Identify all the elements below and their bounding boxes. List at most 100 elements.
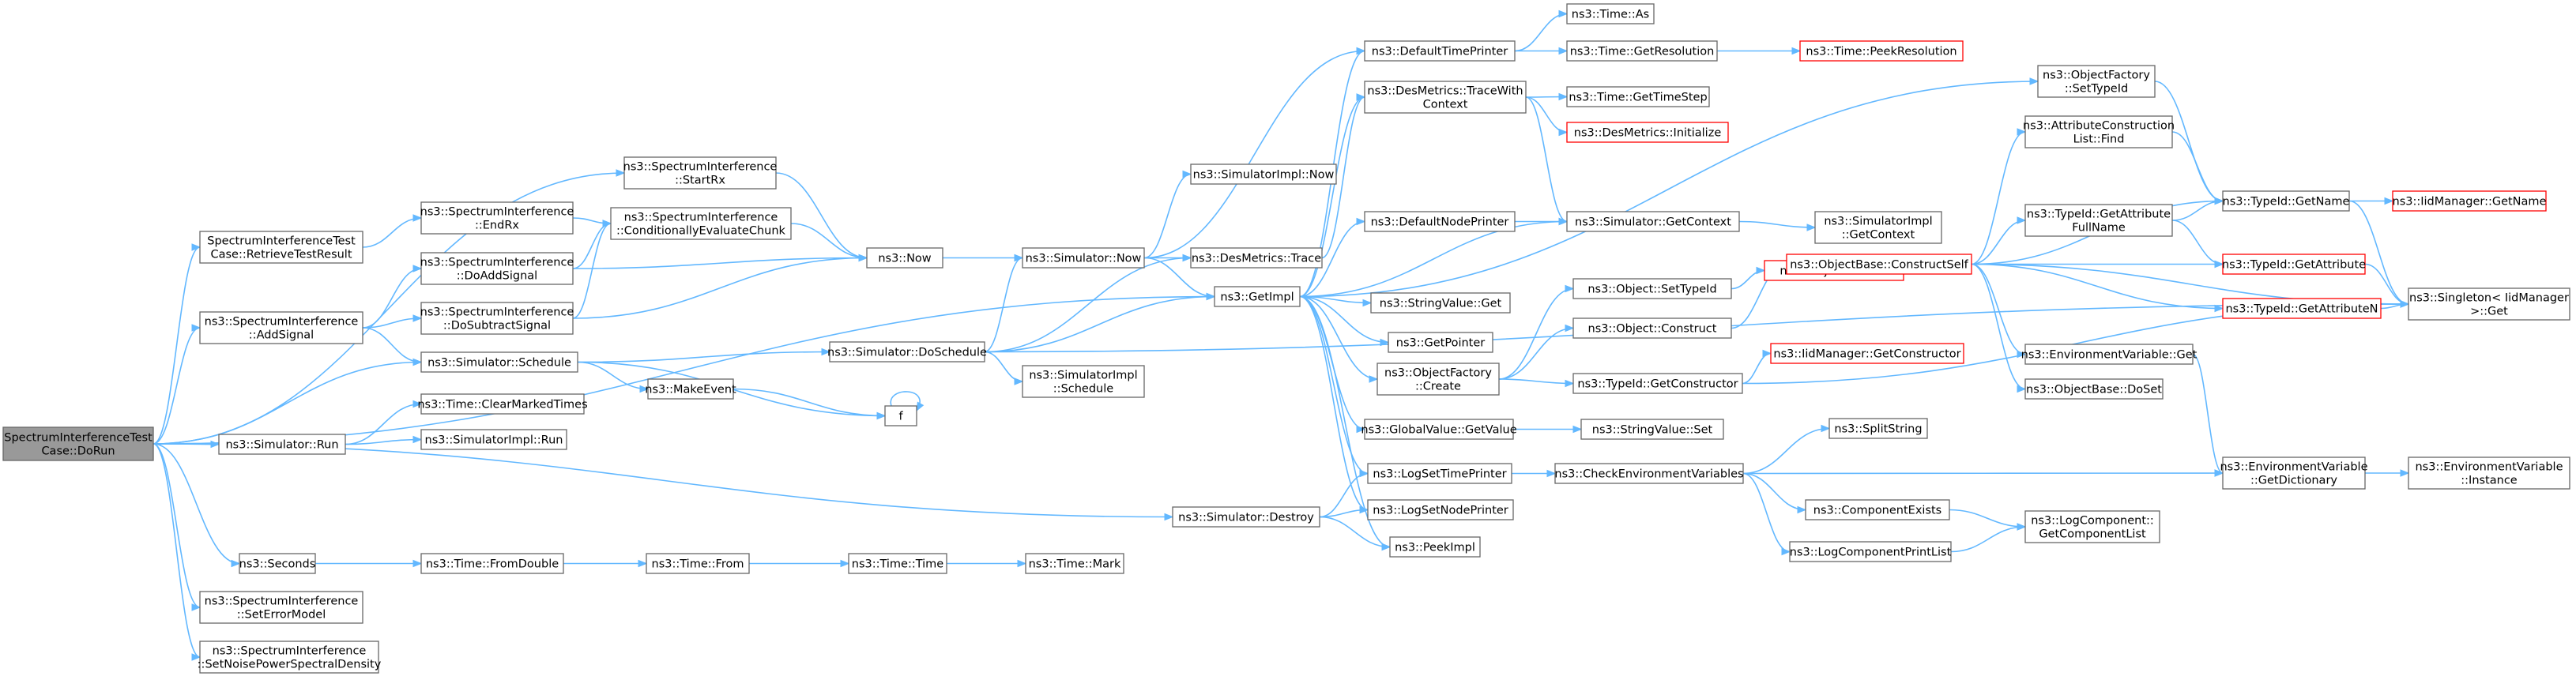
node-globalvalueget[interactable]: ns3::GlobalValue::GetValue: [1361, 419, 1517, 440]
node-simimplnow[interactable]: ns3::SimulatorImpl::Now: [1190, 163, 1337, 185]
node-componentexists[interactable]: ns3::ComponentExists: [1805, 499, 1950, 520]
node-logsettimeprinter[interactable]: ns3::LogSetTimePrinter: [1367, 463, 1512, 484]
node-clearmarked[interactable]: ns3::Time::ClearMarkedTimes: [417, 393, 588, 415]
node-dosubsignal[interactable]: ns3::SpectrumInterference::DoSubtractSig…: [420, 302, 574, 335]
node-getresolution[interactable]: ns3::Time::GetResolution: [1566, 40, 1718, 62]
node-objfactorycreate[interactable]: ns3::ObjectFactory::Create: [1377, 363, 1500, 396]
node-box: [420, 201, 574, 235]
arrowhead: [412, 435, 423, 444]
node-stringvalueset[interactable]: ns3::StringValue::Set: [1580, 419, 1724, 440]
node-now[interactable]: ns3::Now: [866, 247, 943, 269]
node-simimplrun[interactable]: ns3::SimulatorImpl::Run: [420, 429, 567, 450]
arrowhead: [1762, 349, 1772, 358]
node-splitstring[interactable]: ns3::SplitString: [1828, 418, 1928, 439]
node-peekimpl[interactable]: ns3::PeekImpl: [1389, 536, 1481, 558]
node-checkenv[interactable]: ns3::CheckEnvironmentVariables: [1554, 463, 1744, 484]
node-typeidgetattributen[interactable]: ns3::TypeId::GetAttributeN: [2222, 298, 2382, 319]
node-getpointer[interactable]: ns3::GetPointer: [1388, 332, 1493, 353]
node-endrx[interactable]: ns3::SpectrumInterference::EndRx: [420, 201, 574, 235]
node-peekresolution[interactable]: ns3::Time::PeekResolution: [1799, 40, 1964, 62]
node-desinit[interactable]: ns3::DesMetrics::Initialize: [1566, 122, 1729, 143]
node-gettimestep[interactable]: ns3::Time::GetTimeStep: [1566, 86, 1710, 107]
node-getimpl[interactable]: ns3::GetImpl: [1214, 286, 1301, 307]
node-simdestroy[interactable]: ns3::Simulator::Destroy: [1172, 506, 1320, 528]
node-schedule[interactable]: ns3::Simulator::Schedule: [420, 351, 578, 373]
edge-attrconstructlist-typeidgetname: [2171, 131, 2224, 202]
node-timetime[interactable]: ns3::Time::Time: [848, 553, 947, 574]
node-label: ::Instance: [2461, 475, 2518, 487]
edge-getimpl-logsetnodeprinter: [1299, 295, 1369, 511]
node-objconstruct[interactable]: ns3::Object::Construct: [1572, 317, 1732, 339]
node-logsetnodeprinter[interactable]: ns3::LogSetNodePrinter: [1367, 499, 1514, 520]
node-simrun[interactable]: ns3::Simulator::Run: [218, 434, 346, 455]
node-label: ns3::SimulatorImpl: [1824, 216, 1932, 228]
node-simgetcontext[interactable]: ns3::Simulator::GetContext: [1566, 211, 1740, 232]
node-addsignal[interactable]: ns3::SpectrumInterference::AddSignal: [199, 311, 363, 344]
node-simnow[interactable]: ns3::Simulator::Now: [1022, 247, 1145, 269]
node-box: [199, 591, 363, 624]
node-objfactorysettypeid[interactable]: ns3::ObjectFactory::SetTypeId: [2037, 65, 2156, 98]
node-box: [2024, 344, 2194, 365]
node-gettypeidconstructor[interactable]: ns3::TypeId::GetConstructor: [1572, 373, 1743, 394]
node-box: [647, 378, 734, 400]
node-simimplgetcontext[interactable]: ns3::SimulatorImpl::GetContext: [1814, 211, 1942, 244]
arrowhead: [1362, 299, 1373, 307]
node-envvarget[interactable]: ns3::EnvironmentVariable::Get: [2021, 344, 2198, 365]
node-stringvalueget[interactable]: ns3::StringValue::Get: [1370, 292, 1511, 314]
node-condeval[interactable]: ns3::SpectrumInterference::Conditionally…: [610, 207, 792, 240]
node-label: ns3::DefaultTimePrinter: [1372, 46, 1508, 58]
node-timeas[interactable]: ns3::Time::As: [1566, 3, 1655, 24]
node-fromdouble[interactable]: ns3::Time::FromDouble: [420, 553, 564, 574]
arrowhead: [412, 314, 423, 322]
node-envvargetdict[interactable]: ns3::EnvironmentVariable::GetDictionary: [2220, 456, 2368, 490]
node-doaddsignal[interactable]: ns3::SpectrumInterference::DoAddSignal: [420, 252, 574, 285]
node-desmetricstrace[interactable]: ns3::DesMetrics::Trace: [1190, 247, 1323, 269]
node-defaulttimeprinter[interactable]: ns3::DefaultTimePrinter: [1364, 40, 1516, 62]
node-box: [420, 553, 564, 574]
node-timefrom[interactable]: ns3::Time::From: [646, 553, 750, 574]
edge-gettypeidconstructor-iidgetconstructor: [1742, 352, 1772, 385]
node-label: ::ConditionallyEvaluateChunk: [616, 225, 786, 238]
node-objbaseconstructself[interactable]: ns3::ObjectBase::ConstructSelf: [1786, 254, 1972, 275]
node-label: ns3::Object::Construct: [1588, 323, 1717, 336]
edge-getimpl-objfactorycreate: [1299, 295, 1378, 380]
node-seconds[interactable]: ns3::Seconds: [239, 553, 316, 574]
node-box: [1786, 254, 1972, 275]
node-box: [1828, 418, 1928, 439]
node-label: ns3::ObjectBase::DoSet: [2026, 384, 2162, 396]
node-typeidgetname[interactable]: ns3::TypeId::GetName: [2222, 190, 2350, 212]
node-startrx[interactable]: ns3::SpectrumInterference::StartRx: [623, 156, 778, 190]
node-logcompprintlist[interactable]: ns3::LogComponentPrintList: [1789, 541, 1952, 562]
node-setnoise[interactable]: ns3::SpectrumInterference::SetNoisePower…: [198, 641, 382, 674]
node-objbasedoset[interactable]: ns3::ObjectBase::DoSet: [2024, 378, 2164, 400]
node-simimplschedule[interactable]: ns3::SimulatorImpl::Schedule: [1022, 365, 1145, 398]
node-retrieve[interactable]: SpectrumInterferenceTestCase::RetrieveTe…: [199, 231, 363, 264]
node-label: FullName: [2072, 222, 2126, 235]
arrowhead: [1565, 379, 1575, 388]
node-defaultnodeprinter[interactable]: ns3::DefaultNodePrinter: [1364, 211, 1516, 232]
node-envvarinstance[interactable]: ns3::EnvironmentVariable::Instance: [2408, 456, 2570, 490]
node-f[interactable]: f: [884, 405, 917, 426]
edge-simnow-simimplnow: [1143, 173, 1192, 259]
node-logcompgetlist[interactable]: ns3::LogComponent::GetComponentList: [2024, 510, 2160, 543]
node-seterrormodel[interactable]: ns3::SpectrumInterference::SetErrorModel: [199, 591, 363, 624]
node-doschedule[interactable]: ns3::Simulator::DoSchedule: [827, 341, 987, 363]
node-box: [1554, 463, 1744, 484]
node-label: ns3::EnvironmentVariable: [2415, 461, 2563, 474]
node-iidgetname[interactable]: ns3::IidManager::GetName: [2392, 190, 2547, 212]
node-label: ns3::SpectrumInterference: [623, 161, 778, 174]
node-timemark[interactable]: ns3::Time::Mark: [1025, 553, 1124, 574]
node-objsettypeid[interactable]: ns3::Object::SetTypeId: [1572, 278, 1732, 299]
edge-root-seconds: [153, 443, 240, 565]
node-typeidgetattribute[interactable]: ns3::TypeId::GetAttribute: [2222, 254, 2366, 275]
node-label: Case::DoRun: [41, 445, 115, 458]
node-makeevent[interactable]: ns3::MakeEvent: [645, 378, 736, 400]
node-label: ::SetTypeId: [2065, 83, 2128, 96]
arrowhead: [616, 169, 626, 177]
node-iidgetconstructor[interactable]: ns3::IidManager::GetConstructor: [1770, 343, 1964, 364]
node-singletonget[interactable]: ns3::Singleton< IidManager>::Get: [2408, 287, 2570, 321]
node-label: ns3::Time::GetTimeStep: [1569, 92, 1707, 104]
